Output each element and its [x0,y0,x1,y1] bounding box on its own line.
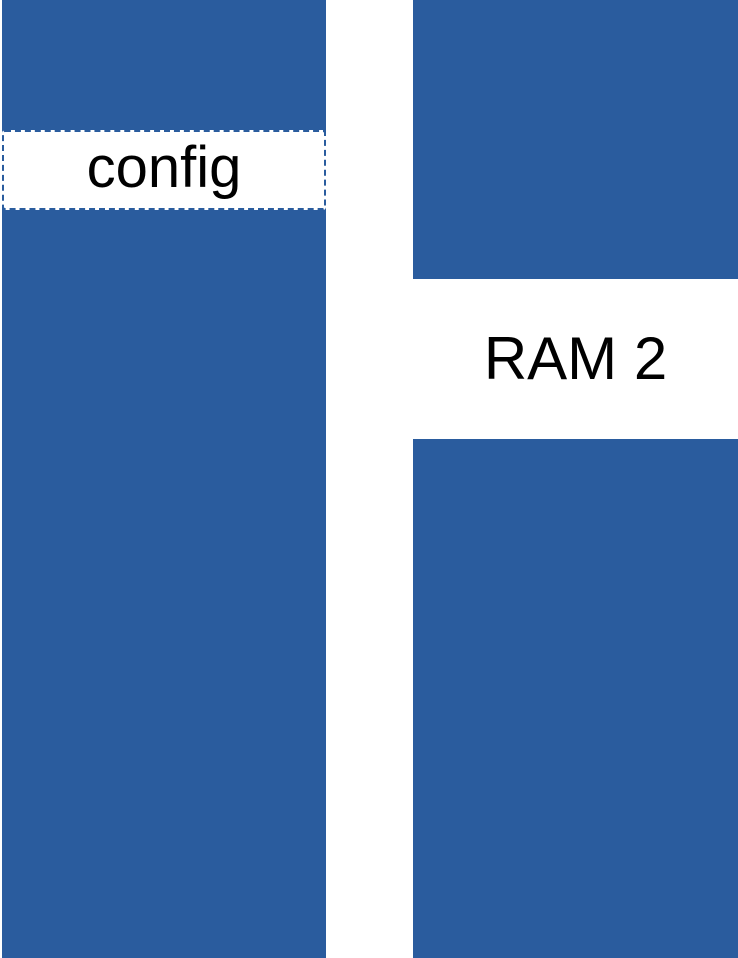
config-region: config [2,130,326,210]
right-top-memory-block [413,0,738,279]
right-bottom-memory-block [413,439,738,958]
ram2-label: RAM 2 [483,325,668,392]
config-label: config [86,135,242,200]
